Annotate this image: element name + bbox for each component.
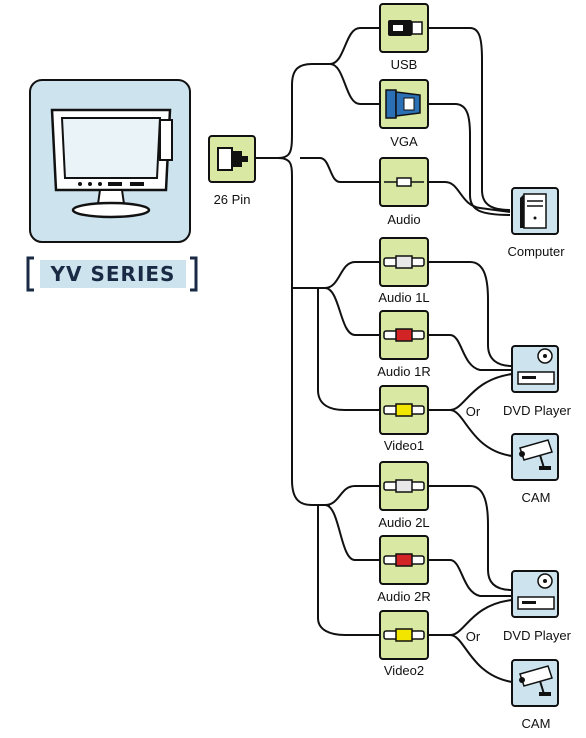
dvd-player-2-label: DVD Player (503, 628, 572, 643)
output-audio-1l: Audio 1L (378, 237, 430, 305)
dest-cam-2: CAM (511, 659, 559, 731)
cam-1-label: CAM (522, 490, 551, 505)
rca-red-icon (383, 553, 425, 567)
or-label-2: Or (466, 629, 481, 644)
rca-white-icon (383, 255, 425, 269)
wiring (256, 27, 513, 683)
audio-1l-label: Audio 1L (378, 290, 429, 305)
computer-label: Computer (507, 244, 565, 259)
vga-label: VGA (390, 134, 418, 149)
output-audio: Audio (379, 157, 429, 227)
dvd-player-icon (517, 573, 555, 610)
vga-icon (385, 89, 421, 119)
output-video2: Video2 (379, 610, 429, 678)
output-audio-1r: Audio 1R (377, 310, 431, 379)
series-label: YV SERIES (26, 256, 198, 292)
monitor-device (29, 79, 191, 243)
or-label-1: Or (466, 404, 481, 419)
monitor-icon (50, 108, 173, 219)
output-video1: Video1 (379, 385, 429, 453)
dest-dvd-player-2: DVD Player (503, 570, 572, 643)
rca-white-icon (383, 479, 425, 493)
audio-2r-label: Audio 2R (377, 589, 430, 604)
series-label-text: YV SERIES (50, 262, 176, 286)
cctv-camera-icon (519, 439, 553, 470)
audio-2l-label: Audio 2L (378, 515, 429, 530)
connector-26pin: 26 Pin (208, 135, 256, 207)
connector-26pin-label: 26 Pin (214, 192, 251, 207)
output-audio-2r: Audio 2R (377, 535, 431, 604)
output-vga: VGA (379, 79, 429, 149)
rca-yellow-icon (383, 403, 425, 417)
dest-cam-1: CAM (511, 433, 559, 505)
dest-computer: Computer (507, 187, 565, 259)
dvd-player-1-label: DVD Player (503, 403, 572, 418)
cam-2-label: CAM (522, 716, 551, 731)
usb-label: USB (391, 57, 418, 72)
dest-dvd-player-1: DVD Player (503, 345, 572, 418)
dvd-player-icon (517, 348, 555, 385)
video1-label: Video1 (384, 438, 424, 453)
cctv-camera-icon (519, 665, 553, 696)
audio-label: Audio (387, 212, 420, 227)
computer-tower-icon (520, 193, 547, 229)
output-audio-2l: Audio 2L (378, 461, 430, 530)
plug-icon (217, 147, 248, 171)
video2-label: Video2 (384, 663, 424, 678)
rca-red-icon (383, 328, 425, 342)
audio-jack-icon (384, 177, 424, 187)
rca-yellow-icon (383, 628, 425, 642)
series-label-bg (40, 260, 186, 288)
audio-1r-label: Audio 1R (377, 364, 430, 379)
output-usb: USB (379, 3, 429, 72)
usb-icon (388, 20, 423, 36)
